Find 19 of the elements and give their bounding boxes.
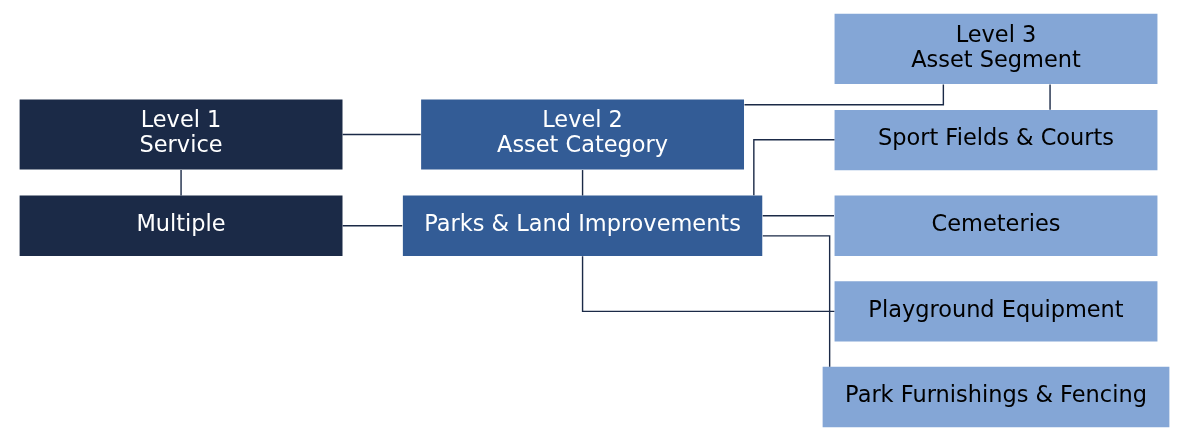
- node-box: Level 1 Service: [19, 99, 342, 170]
- connector: [761, 235, 830, 368]
- node-box: Playground Equipment: [834, 281, 1157, 342]
- node-box: Cemeteries: [834, 195, 1157, 256]
- connector: [341, 225, 403, 227]
- node-box: Park Furnishings & Fencing: [822, 366, 1169, 428]
- node-box: Level 2 Asset Category: [420, 99, 744, 170]
- node-box: Multiple: [19, 195, 342, 256]
- connector: [752, 139, 835, 196]
- connector: [743, 83, 944, 106]
- connector: [761, 215, 835, 217]
- node-box: Sport Fields & Courts: [834, 109, 1157, 171]
- connector: [581, 255, 835, 313]
- connector: [1048, 83, 1051, 111]
- connector: [179, 169, 182, 197]
- connector: [581, 169, 583, 197]
- node-box: Level 3 Asset Segment: [834, 13, 1157, 84]
- node-box: Parks & Land Improvements: [402, 195, 762, 256]
- connector: [341, 133, 421, 136]
